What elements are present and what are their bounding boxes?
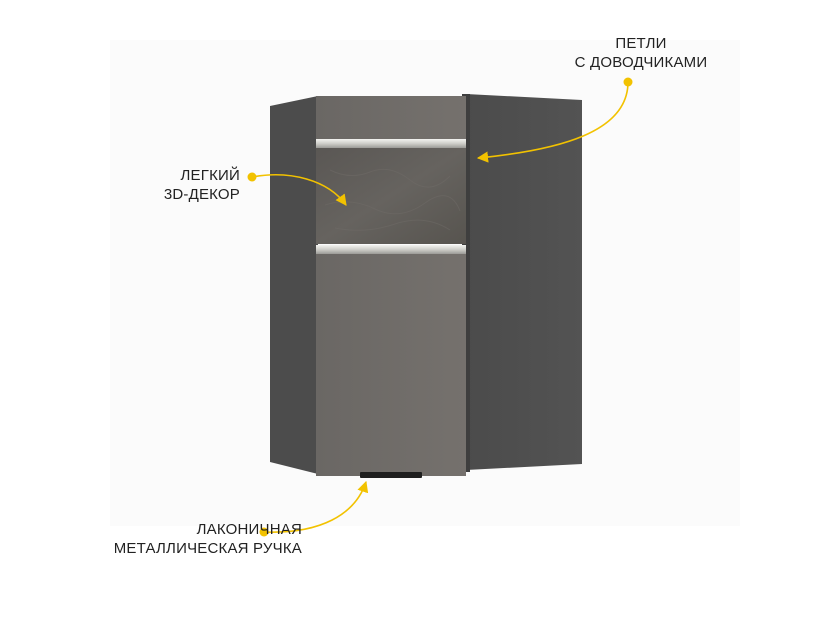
callout-dot-handle	[259, 527, 269, 537]
callout-hinges-line1: ПЕТЛИ	[615, 35, 667, 52]
callout-decor-label: ЛЕГКИЙ 3D-ДЕКОР	[120, 166, 240, 204]
callout-dot-hinges	[623, 77, 633, 87]
cabinet-left-side	[270, 96, 318, 474]
callout-dot-decor	[247, 172, 257, 182]
callout-handle-line1: ЛАКОНИЧНАЯ	[196, 521, 302, 538]
callout-handle-label: ЛАКОНИЧНАЯ МЕТАЛЛИЧЕСКАЯ РУЧКА	[76, 520, 302, 558]
profile-strip-top	[316, 139, 466, 148]
callout-hinges-line2: С ДОВОДЧИКАМИ	[574, 54, 708, 71]
callout-decor-line2: 3D-ДЕКОР	[163, 186, 240, 203]
decor-texture	[324, 168, 461, 231]
callout-hinges-label: ПЕТЛИ С ДОВОДЧИКАМИ	[556, 34, 726, 72]
metal-handle	[360, 472, 422, 478]
profile-strip-bottom	[316, 245, 466, 254]
callout-line-decor	[251, 174, 347, 206]
facade-bottom	[316, 254, 466, 476]
cabinet-right-side	[466, 94, 582, 470]
callout-decor-line1: ЛЕГКИЙ	[180, 167, 240, 184]
callout-line-hinges	[476, 81, 629, 163]
callout-line-handle	[263, 480, 369, 533]
callout-handle-line2: МЕТАЛЛИЧЕСКАЯ РУЧКА	[113, 540, 302, 557]
facade-top	[316, 96, 466, 140]
